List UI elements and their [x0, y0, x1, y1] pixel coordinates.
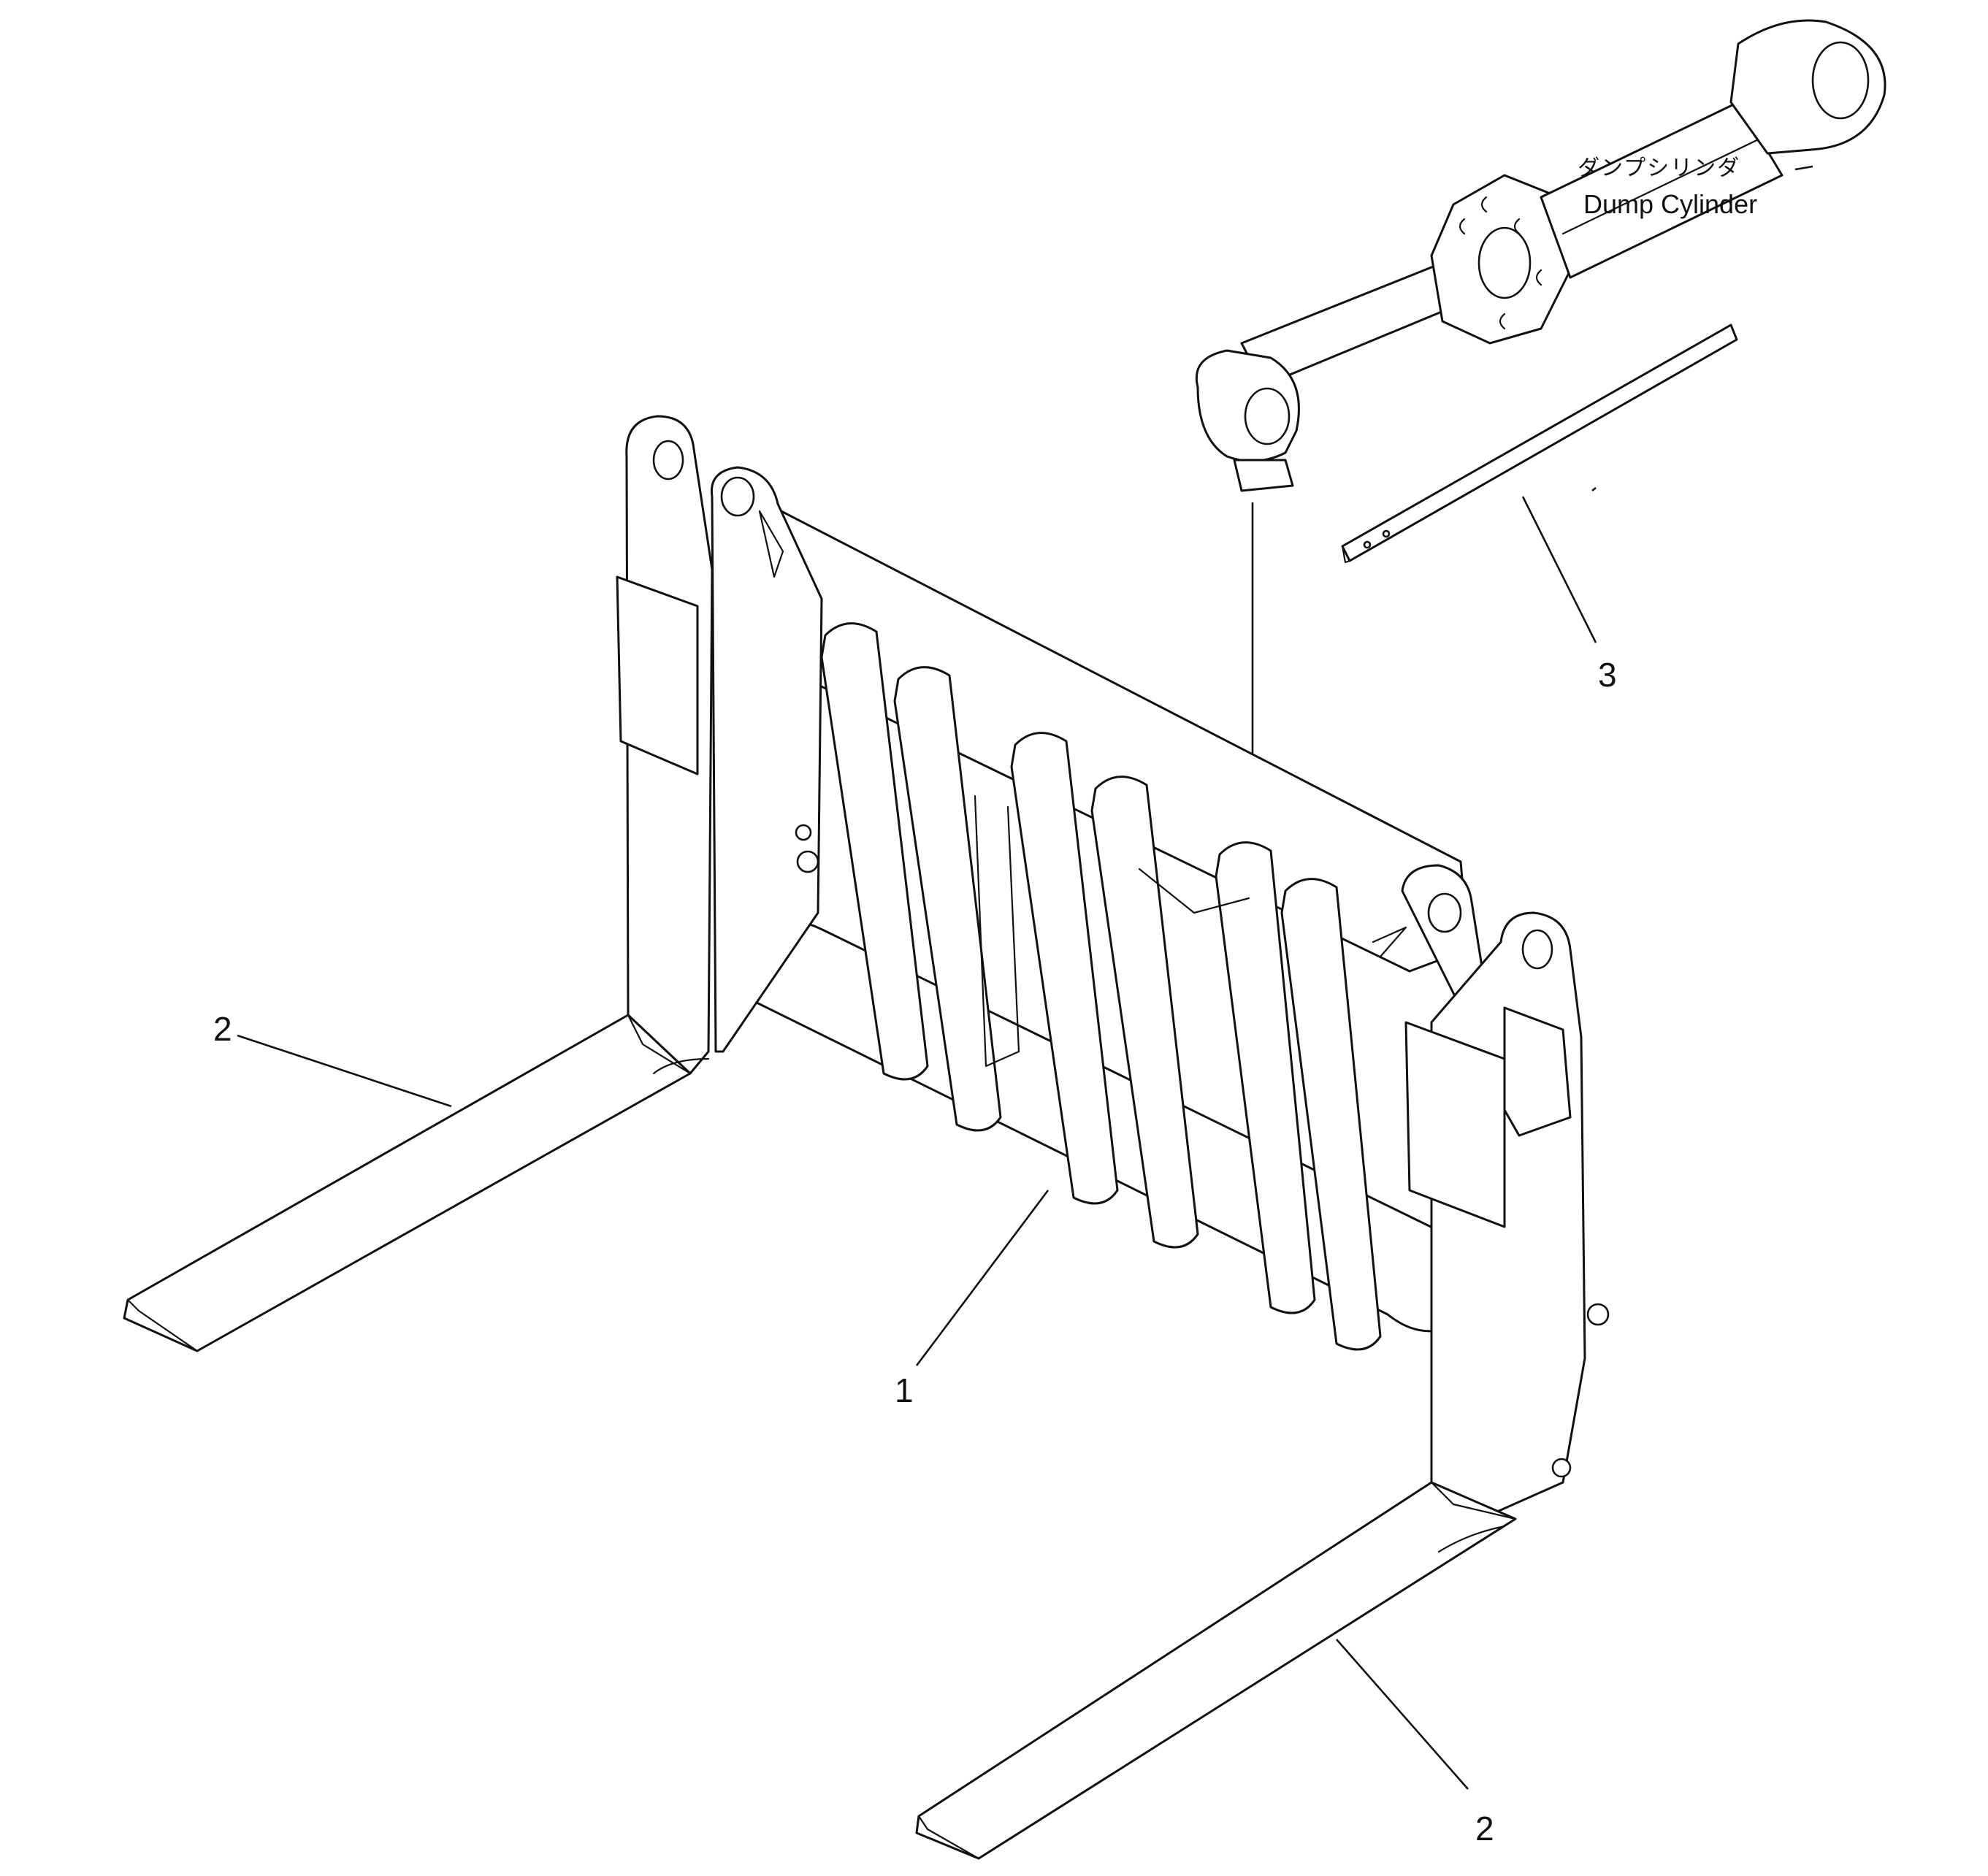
dump-cylinder — [1195, 19, 1886, 492]
callout-2-right: 2 — [1336, 1639, 1494, 1848]
callout-1: 1 — [895, 1190, 1050, 1409]
callout-2-right-label: 2 — [1475, 1810, 1494, 1848]
part-2-fork-right — [915, 911, 1610, 1860]
part-3-bar — [1341, 323, 1738, 564]
callout-1-label: 1 — [895, 1371, 914, 1409]
callout-2-left-label: 2 — [213, 1010, 232, 1048]
callout-3: 3 — [1521, 486, 1617, 694]
callout-3-label: 3 — [1598, 656, 1617, 694]
part-1-frame — [710, 466, 1484, 1351]
part-2-fork-left — [123, 415, 714, 1352]
cylinder-note: ダンプシリンダ Dump Cylinder — [1578, 156, 1813, 219]
callout-2-left: 2 — [213, 1010, 452, 1108]
cylinder-note-leader — [1794, 165, 1813, 171]
cylinder-note-japanese: ダンプシリンダ — [1578, 156, 1740, 181]
cylinder-note-english: Dump Cylinder — [1583, 189, 1757, 219]
